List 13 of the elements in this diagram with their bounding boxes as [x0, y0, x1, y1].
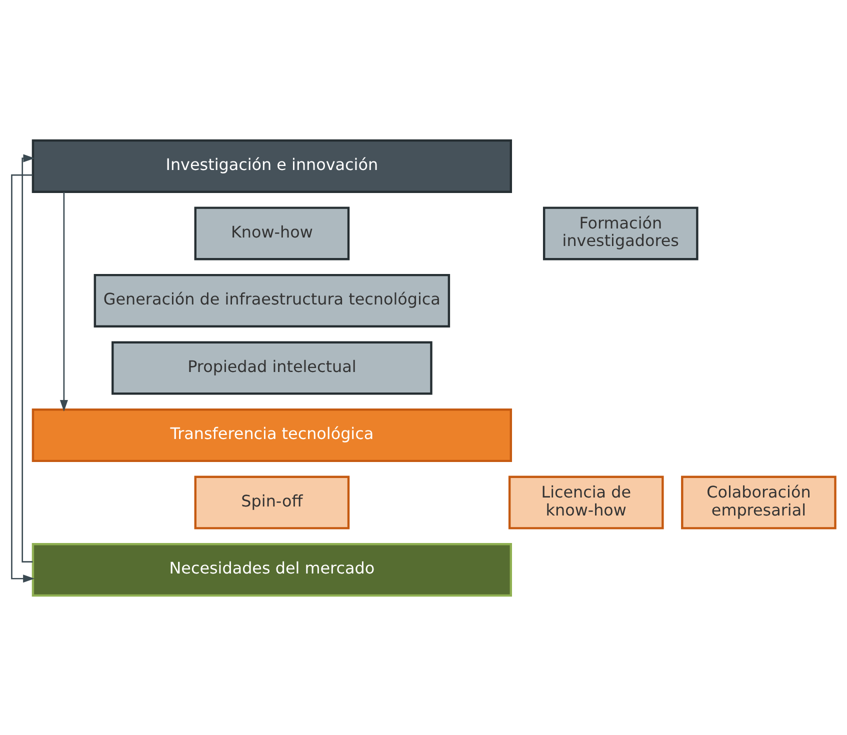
arrow [11, 174, 35, 582]
node-box: Transferencia tecnológica [32, 408, 512, 462]
node-box: Necesidades del mercado [32, 542, 512, 596]
node-box: Propiedad intelectual [112, 340, 432, 394]
arrow [60, 192, 68, 412]
node-box: Licencia de know-how [508, 475, 664, 529]
node-box: Colaboración empresarial [681, 475, 836, 529]
node-box: Spin-off [194, 475, 350, 529]
node-box: Formación investigadores [542, 206, 698, 260]
node-box: Investigación e innovación [32, 138, 512, 192]
node-box: Generación de infraestructura tecnológica [94, 273, 450, 327]
node-box: Know-how [194, 206, 350, 260]
arrow [22, 154, 35, 562]
